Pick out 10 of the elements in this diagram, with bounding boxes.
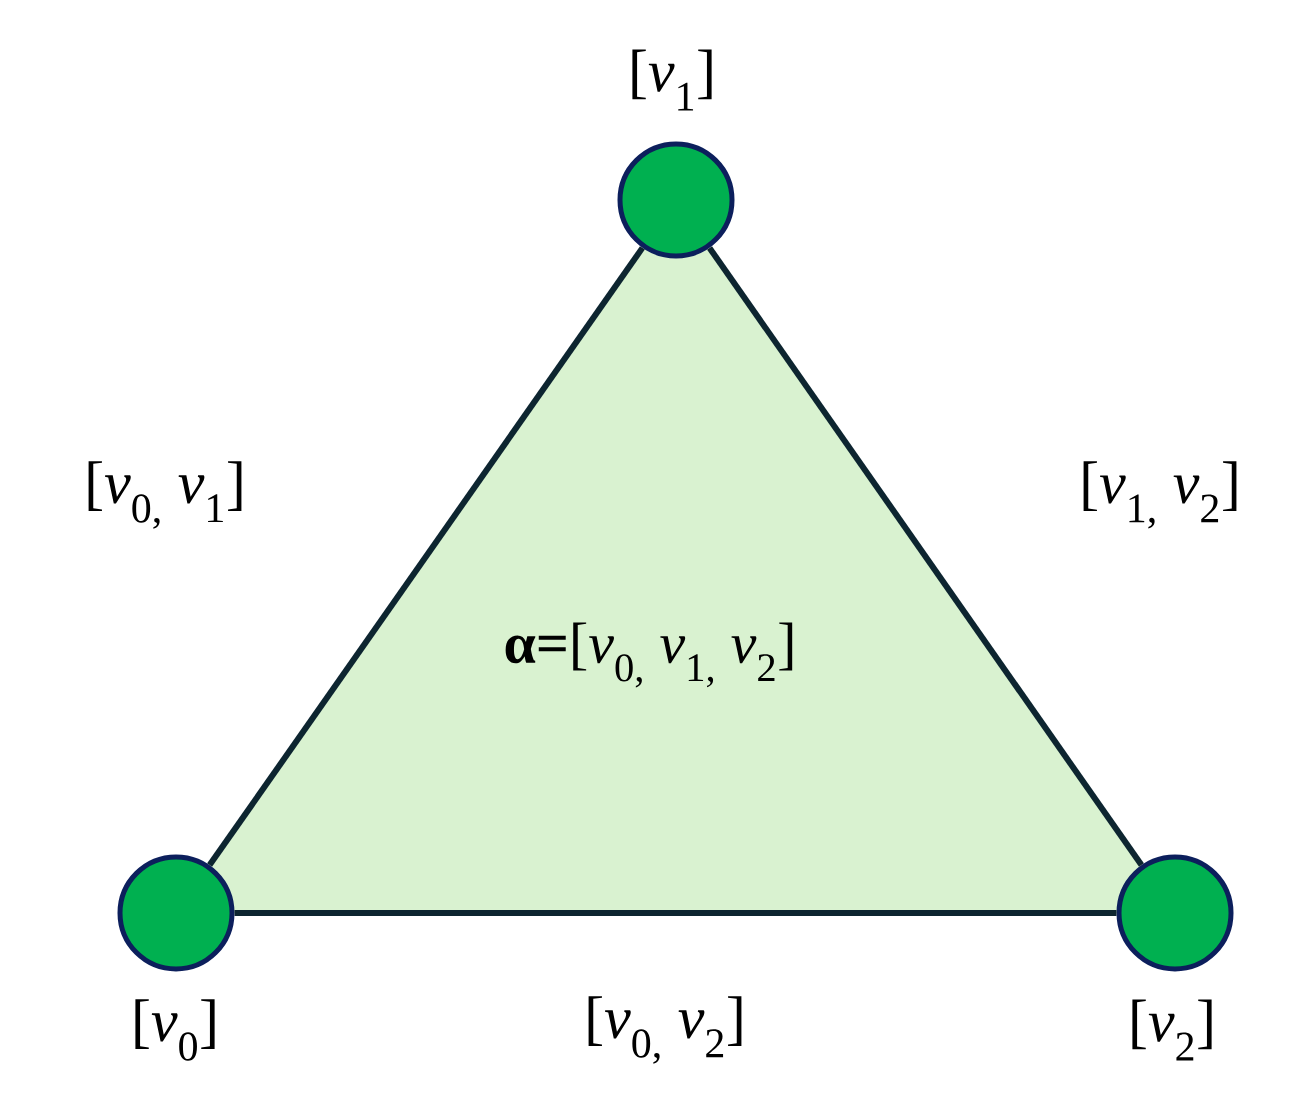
triangle-side bbox=[207, 246, 645, 867]
vertex-label: [v$_{1}$] bbox=[632, 49, 712, 111]
edge-label: [v$_{0,}$ v$_{2}$] bbox=[588, 996, 742, 1064]
vertex-circle bbox=[617, 141, 735, 259]
vertex-circle bbox=[1116, 854, 1234, 972]
triangle-side bbox=[707, 246, 1144, 867]
vertex-circle bbox=[117, 854, 235, 972]
triangle-side bbox=[234, 910, 1117, 916]
vertex-label: [v$_{2}$] bbox=[1132, 999, 1212, 1061]
vertex-label: [v$_{0}$] bbox=[135, 999, 215, 1061]
